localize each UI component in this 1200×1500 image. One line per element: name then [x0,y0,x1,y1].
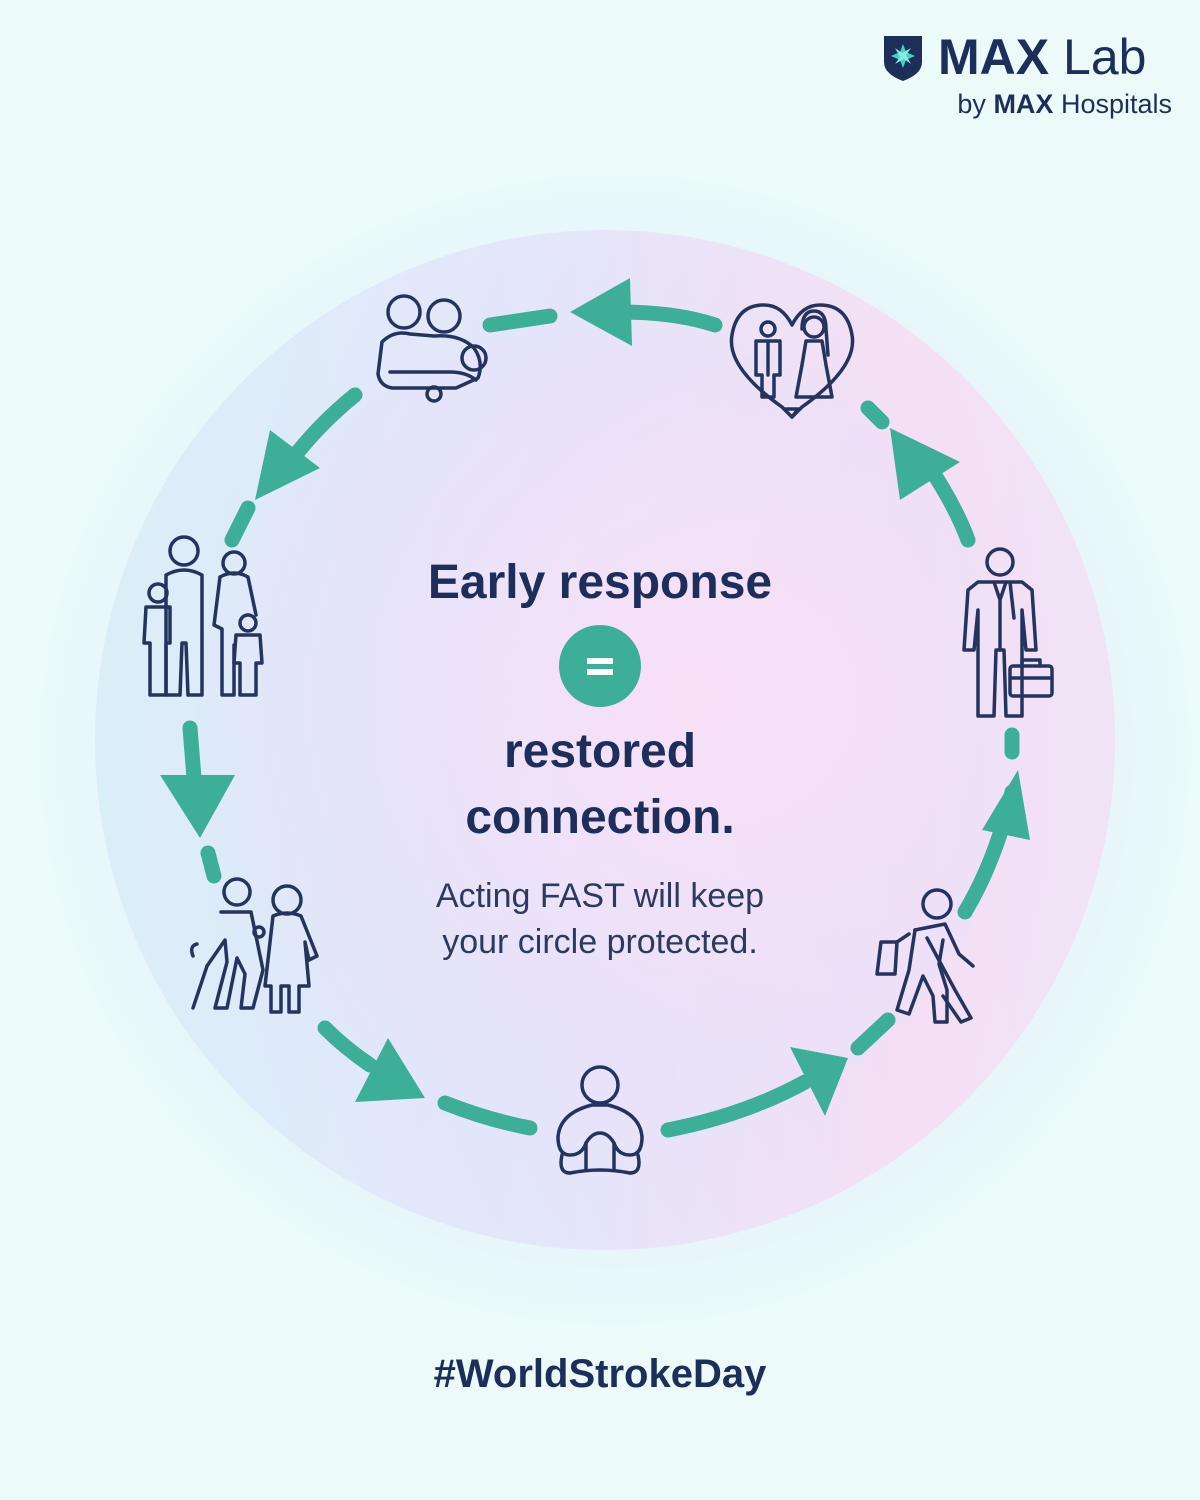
child-with-backpack-icon [875,888,975,1024]
arrow-dash [224,500,256,548]
brand-subline: by MAX Hospitals [957,88,1172,120]
center-message: Early response restored connection. Acti… [380,555,820,965]
brand-sub-bold: MAX [993,89,1054,119]
arrow-dash [200,845,222,884]
headline-line3: connection. [465,791,735,844]
arrowhead [790,1047,848,1116]
brand-by-prefix: by [957,89,986,119]
arrow-baby-to-child [660,1074,813,1138]
cycle-icons [142,294,1054,1175]
cycle-arrowheads [160,278,1030,1116]
arrow-dash [860,400,890,430]
headline-line2: restored [503,725,697,778]
arrow-parents-to-family [282,387,363,470]
arrowhead [355,1038,425,1102]
couple-in-heart-icon [729,303,855,419]
subtext-line1: Acting FAST will keep [435,877,765,915]
subtext-line2: your circle protected. [442,923,758,961]
max-lab-logo[interactable]: MAX Lab by MAX Hospitals [882,28,1172,123]
elderly-couple-icon [189,877,319,1014]
subtext: Acting FAST will keep your circle protec… [380,873,820,965]
family-icon [142,535,264,697]
arrow-dash [850,1012,896,1056]
headline-line1: Early response [427,556,773,609]
background-glow-core [195,330,1015,1150]
arrow-marriage-to-parents [610,304,723,333]
parents-with-baby-icon [376,294,488,403]
max-star-shield-icon [884,36,922,81]
brand-sub-light: Hospitals [1060,89,1172,119]
arrowhead [570,278,632,346]
baby-icon [556,1065,644,1175]
arrowhead [255,430,320,500]
brand-name-light: Lab [1063,29,1147,85]
equals-icon [559,625,641,707]
arrowhead [890,428,960,500]
arrow-dash [437,1095,538,1136]
hashtag[interactable]: #WorldStrokeDay [433,1352,767,1396]
businessman-with-briefcase-icon [962,547,1054,718]
arrowhead [160,775,235,838]
arrowhead [982,770,1030,840]
brand-name-bold: MAX [938,29,1050,85]
arrow-elderly-to-baby [317,1020,378,1073]
arrow-dash [482,308,558,333]
brand-name: MAX Lab [938,28,1146,86]
